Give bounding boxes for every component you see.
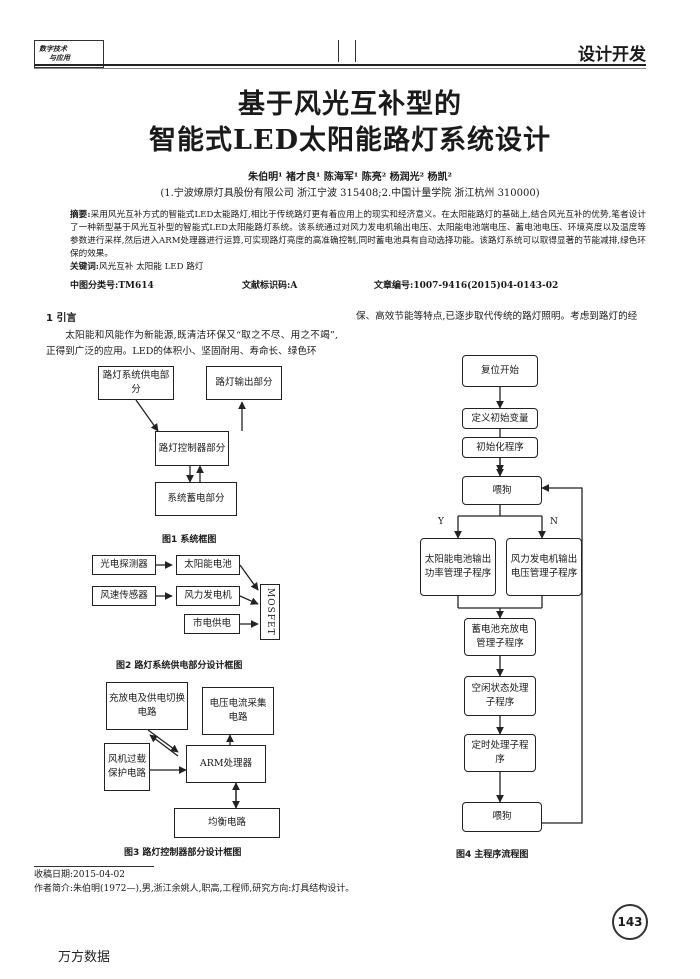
footnote-author-bio: 作者简介:朱伯明(1972—),男,浙江余姚人,职高,工程师,研究方向:灯具结构… bbox=[34, 884, 355, 894]
fig2-solar-cell-label: 太阳能电池 bbox=[184, 559, 232, 570]
doc-code: 文献标识码:A bbox=[242, 281, 298, 291]
title-line2: 智能式LED太阳能路灯系统设计 bbox=[149, 125, 551, 156]
abstract: 摘要:采用风光互补方式的智能式LED太能路灯,相比于传统路灯更有着应用上的现实和… bbox=[70, 209, 646, 274]
fig4-idle-sub-label: 空闲状态处理子程序 bbox=[471, 683, 529, 708]
journal-logo-line2: 与应用 bbox=[49, 53, 70, 62]
fig1-power-supply: 路灯系统供电部分 bbox=[98, 366, 174, 400]
fig4-solar-sub-label: 太阳能电池输出功率管理子程序 bbox=[424, 554, 492, 579]
fig4-timer-sub: 定时处理子程序 bbox=[464, 734, 536, 772]
keywords: 风光互补 太阳能 LED 路灯 bbox=[98, 262, 204, 272]
watermark: 万方数据 bbox=[58, 950, 111, 965]
fig3-wind-protect: 风机过载保护电路 bbox=[104, 743, 150, 791]
section-label: 设计开发 bbox=[578, 45, 646, 65]
fig4-define-label: 定义初始变量 bbox=[471, 412, 529, 424]
fig2-photo-probe: 光电探测器 bbox=[92, 555, 156, 575]
authors: 朱伯明¹ 褚才良¹ 陈海军¹ 陈亮² 杨润光² 杨凯² bbox=[248, 172, 452, 183]
fig3-balance: 均衡电路 bbox=[174, 808, 280, 838]
intro-paragraph-right: 保、高效节能等特点,已逐步取代传统的路灯照明。考虑到路灯的经 bbox=[356, 311, 638, 322]
fig4-battery-sub-label: 蓄电池充放电管理子程序 bbox=[471, 624, 529, 649]
fig2-mains-label: 市电供电 bbox=[192, 618, 231, 629]
fig4-reset-label: 复位开始 bbox=[480, 365, 519, 376]
fig3-caption: 图3 路灯控制器部分设计框图 bbox=[124, 848, 242, 858]
fig3-wind-protect-label: 风机过载保护电路 bbox=[107, 754, 146, 779]
fig3-balance-label: 均衡电路 bbox=[207, 817, 246, 828]
fig1-caption: 图1 系统框图 bbox=[162, 535, 217, 545]
page-number-seal: 143 bbox=[612, 904, 648, 940]
fig1-battery-label: 系统蓄电部分 bbox=[167, 493, 225, 504]
fig4-watchdog-2-label: 喂狗 bbox=[492, 811, 512, 822]
fig4-watchdog-2: 喂狗 bbox=[462, 802, 542, 832]
title-line1: 基于风光互补型的 bbox=[238, 89, 462, 120]
fig4-init-label: 初始化程序 bbox=[476, 441, 524, 453]
fig4-battery-sub: 蓄电池充放电管理子程序 bbox=[464, 618, 536, 656]
fig4-define: 定义初始变量 bbox=[462, 408, 538, 429]
section-heading: 1 引言 bbox=[46, 313, 77, 324]
journal-logo-line1: 数字技术 bbox=[39, 44, 67, 53]
fig1-output-label: 路灯输出部分 bbox=[215, 377, 273, 388]
header-mark bbox=[338, 40, 356, 62]
fig2-wind-generator: 风力发电机 bbox=[176, 586, 240, 606]
fig2-solar-cell: 太阳能电池 bbox=[176, 555, 240, 575]
fig2-wind-generator-label: 风力发电机 bbox=[184, 590, 232, 601]
fig4-timer-sub-label: 定时处理子程序 bbox=[471, 740, 529, 765]
fig2-mosfet-label: MOSFET bbox=[265, 588, 275, 636]
fig3-vi-sample-label: 电压电流采集电路 bbox=[209, 698, 267, 723]
abstract-text: 采用风光互补方式的智能式LED太能路灯,相比于传统路灯更有着应用上的现实和经济意… bbox=[70, 210, 646, 259]
intro-paragraph-left: 太阳能和风能作为新能源,既清洁环保又“取之不尽、用之不竭”,正得到广泛的应用。L… bbox=[46, 330, 338, 357]
clc-number: 中图分类号:TM614 bbox=[70, 281, 154, 291]
fig4-idle-sub: 空闲状态处理子程序 bbox=[464, 676, 536, 716]
fig2-photo-probe-label: 光电探测器 bbox=[100, 559, 148, 570]
abstract-label: 摘要: bbox=[70, 210, 91, 220]
fig2-mains: 市电供电 bbox=[184, 614, 240, 634]
fig4-init: 初始化程序 bbox=[462, 437, 538, 458]
fig4-yes-label: Y bbox=[438, 517, 444, 527]
fig3-charge-switch: 充放电及供电切换电路 bbox=[106, 682, 188, 730]
fig2-caption: 图2 路灯系统供电部分设计框图 bbox=[116, 661, 243, 671]
fig2-wind-sensor-label: 风速传感器 bbox=[100, 590, 148, 601]
fig1-output: 路灯输出部分 bbox=[206, 366, 282, 400]
fig3-arm: ARM处理器 bbox=[186, 745, 266, 783]
page-number: 143 bbox=[617, 915, 643, 929]
article-number: 文章编号:1007-9416(2015)04-0143-02 bbox=[374, 281, 559, 291]
fig3-arm-label: ARM处理器 bbox=[199, 758, 253, 769]
fig2-wind-sensor: 风速传感器 bbox=[92, 586, 156, 606]
footnote-received: 收稿日期:2015-04-02 bbox=[34, 870, 125, 880]
header-rule bbox=[34, 64, 646, 66]
fig4-watchdog-1-label: 喂狗 bbox=[492, 484, 512, 496]
fig4-caption: 图4 主程序流程图 bbox=[456, 850, 529, 860]
keywords-label: 关键词: bbox=[70, 262, 99, 272]
header-rule-thin bbox=[34, 68, 646, 69]
fig1-controller: 路灯控制器部分 bbox=[155, 431, 229, 466]
fig4-watchdog-1: 喂狗 bbox=[462, 476, 542, 505]
affiliation: (1.宁波燎原灯具股份有限公司 浙江宁波 315408;2.中国计量学院 浙江杭… bbox=[160, 188, 540, 199]
fig3-vi-sample: 电压电流采集电路 bbox=[202, 687, 274, 735]
fig4-wind-sub-label: 风力发电机输出电压管理子程序 bbox=[510, 554, 578, 579]
journal-logo: 数字技术 与应用 bbox=[34, 40, 104, 68]
fig4-wind-sub: 风力发电机输出电压管理子程序 bbox=[506, 538, 582, 596]
fig4-reset: 复位开始 bbox=[462, 355, 538, 387]
fig2-mosfet: MOSFET bbox=[260, 584, 280, 640]
footnote-rule bbox=[34, 866, 154, 867]
fig1-power-supply-label: 路灯系统供电部分 bbox=[102, 370, 170, 395]
fig3-charge-switch-label: 充放电及供电切换电路 bbox=[109, 693, 186, 718]
fig1-controller-label: 路灯控制器部分 bbox=[158, 442, 226, 454]
fig4-no-label: N bbox=[550, 517, 558, 527]
fig1-battery: 系统蓄电部分 bbox=[155, 482, 237, 516]
fig4-solar-sub: 太阳能电池输出功率管理子程序 bbox=[420, 538, 496, 596]
